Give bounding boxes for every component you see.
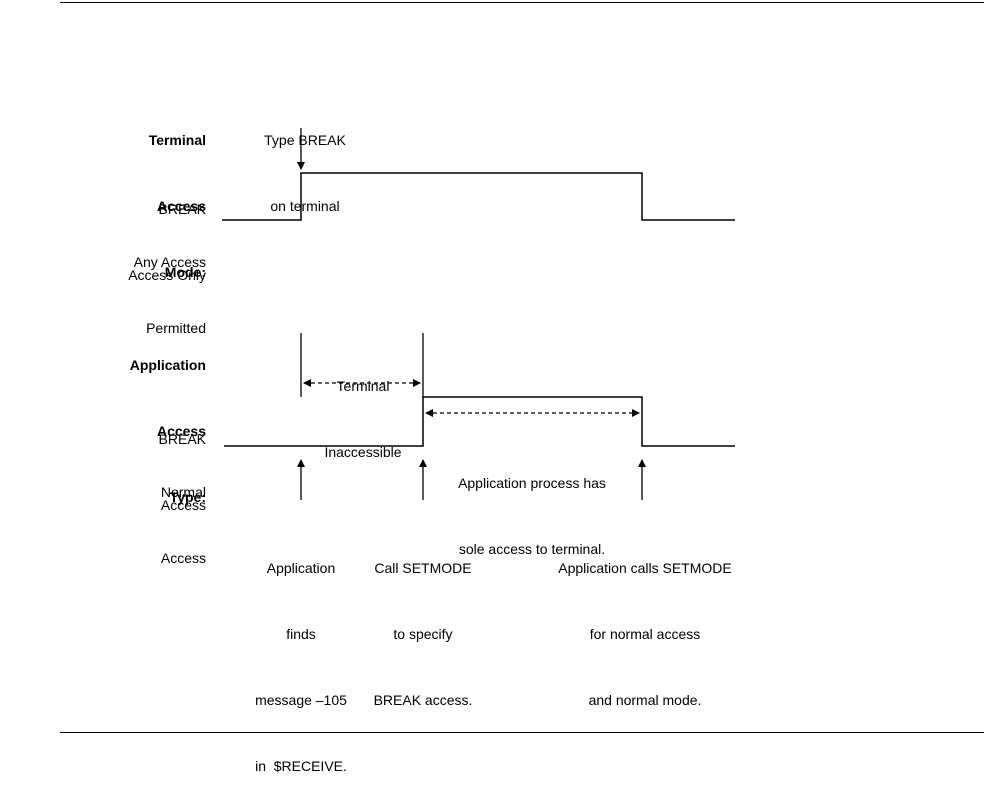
sole-access-label: Application process has sole access to t…	[458, 475, 606, 557]
normal-access-label: Normal Access	[160, 484, 206, 566]
event-setmode-break-label: Call SETMODE to specify BREAK access.	[373, 560, 473, 708]
break-access-only-label: BREAK Access Only	[128, 201, 206, 283]
top-rule	[60, 2, 984, 3]
bottom-rule	[60, 732, 984, 733]
event-setmode-normal-label: Application calls SETMODE for normal acc…	[558, 560, 732, 708]
terminal-mode-waveform	[222, 172, 735, 221]
break-access-label: BREAK Access	[158, 431, 206, 513]
event-find-message-label: Application finds message –105 in $RECEI…	[255, 560, 347, 774]
type-break-label: Type BREAK on terminal	[264, 132, 346, 214]
application-access-type-title: Application Access Type:	[129, 357, 206, 505]
timing-diagram	[222, 128, 735, 500]
any-access-permitted-label: Any Access Permitted	[133, 254, 206, 336]
terminal-access-mode-title: Terminal Access Mode:	[148, 132, 206, 280]
terminal-inaccessible-label: Terminal Inaccessible	[324, 378, 402, 460]
application-access-waveform	[224, 396, 735, 447]
